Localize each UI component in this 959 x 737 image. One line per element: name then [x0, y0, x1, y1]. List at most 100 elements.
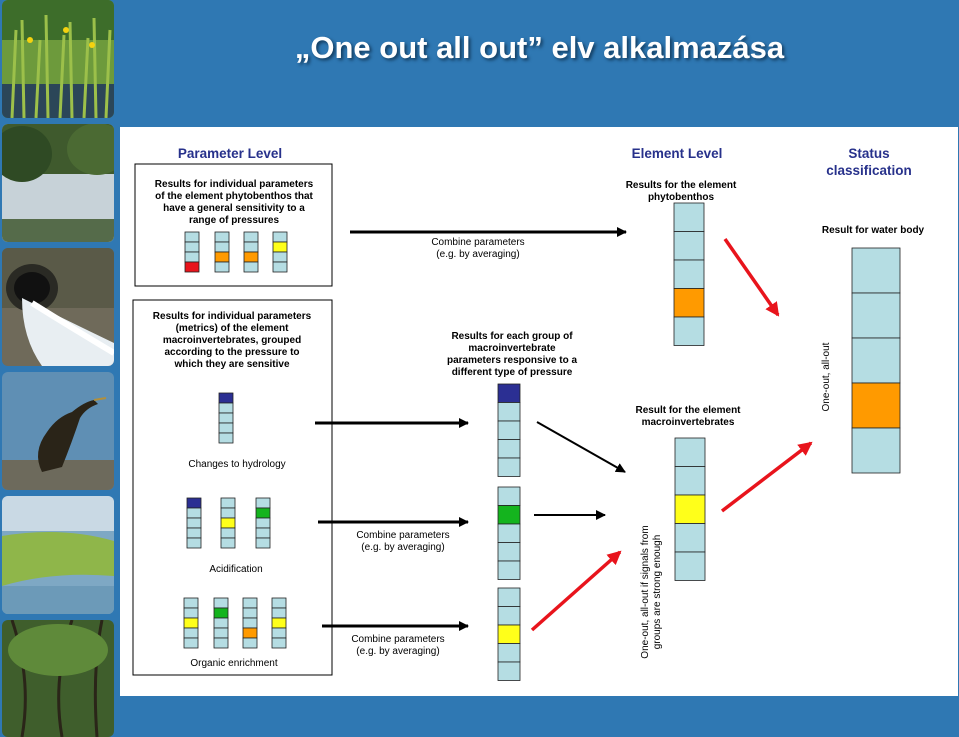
element-macroinvertebrates-column-cell [674, 494, 706, 524]
one-out-groups-text-2: groups are strong enough [652, 535, 663, 650]
group-result-column-organic-cell [497, 643, 521, 663]
box1-text-4: range of pressures [189, 215, 279, 226]
acidification-param-column [220, 497, 236, 549]
acidification-param-column-cell [255, 537, 271, 549]
sidebar-photo-strip [0, 0, 118, 737]
acidification-param-column-cell [220, 497, 236, 509]
organic-param-column-cell [213, 597, 229, 609]
acidification-param-column-cell [220, 507, 236, 519]
organic-param-column-cell [242, 607, 258, 619]
organic-enrichment-label: Organic enrichment [190, 658, 277, 669]
hydrology-param-column-cell [218, 402, 234, 414]
phyto-param-column-cell [243, 231, 259, 243]
hydrology-param-column-cell [218, 392, 234, 404]
organic-param-column-cell [183, 627, 199, 639]
box2-text-5: which they are sensitive [173, 359, 289, 370]
organic-param-column [242, 597, 258, 649]
arrow-group1-to-macro [536, 421, 626, 473]
red-arrow-group3-to-macro [530, 550, 622, 632]
element-macro-text-2: macroinvertebrates [642, 417, 735, 428]
group-result-column-hydrology-cell [497, 457, 521, 477]
element-macroinvertebrates-column [674, 437, 706, 581]
organic-param-column-cell [183, 617, 199, 629]
phyto-param-column [243, 231, 259, 273]
red-arrow-macro-to-waterbody [720, 441, 813, 513]
element-macroinvertebrates-column-cell [674, 551, 706, 581]
organic-param-column-cell [183, 637, 199, 649]
element-phytobenthos-column-cell [673, 288, 705, 318]
acidification-param-column-cell [186, 497, 202, 509]
box2-text-2: (metrics) of the element [176, 323, 289, 334]
water-body-status-column-cell [851, 427, 901, 474]
organic-param-column-cell [271, 617, 287, 629]
element-phytobenthos-column [673, 202, 705, 346]
group-result-column-hydrology-cell [497, 402, 521, 422]
element-phytobenthos-column-cell [673, 231, 705, 261]
phyto-param-column-cell [243, 261, 259, 273]
acidification-param-column-cell [255, 517, 271, 529]
box2-text-4: according to the pressure to [164, 347, 299, 358]
element-macroinvertebrates-column-cell [674, 466, 706, 496]
element-phytobenthos-column-cell [673, 202, 705, 232]
phyto-param-column-cell [243, 251, 259, 263]
group-result-column-acidification-cell [497, 505, 521, 525]
group-result-column-organic [497, 587, 521, 681]
status-header-line2: classification [826, 163, 912, 178]
group-result-column-hydrology-cell [497, 420, 521, 440]
page-title: „One out all out” elv alkalmazása [294, 30, 785, 65]
group-results-text-1: Results for each group of [451, 331, 573, 342]
group-result-column-acidification [497, 486, 521, 580]
water-body-status-column-cell [851, 337, 901, 384]
organic-param-column-cell [271, 637, 287, 649]
phyto-param-column-cell [272, 231, 288, 243]
phyto-param-column-cell [184, 251, 200, 263]
drain-pipe-outflow-image [2, 248, 114, 366]
parameter-level-header: Parameter Level [178, 146, 282, 161]
diagram-panel: Parameter Level Element Level Status cla… [120, 127, 958, 696]
group-result-column-hydrology-cell [497, 383, 521, 403]
combine-label-2b: (e.g. by averaging) [361, 542, 444, 553]
water-body-status-column-cell [851, 292, 901, 339]
organic-param-column-cell [271, 627, 287, 639]
combine-label-1a: Combine parameters [431, 237, 524, 248]
phyto-param-column-cell [214, 251, 230, 263]
phyto-param-column [214, 231, 230, 273]
organic-param-column-cell [183, 607, 199, 619]
acidification-param-column [255, 497, 271, 549]
group-result-column-hydrology [497, 383, 521, 477]
organic-param-column [271, 597, 287, 649]
marsh-grass-image [2, 496, 114, 614]
group-result-column-acidification-cell [497, 542, 521, 562]
element-phyto-text-2: phytobenthos [648, 192, 715, 203]
status-header-line1: Status [848, 146, 889, 161]
box2-text-1: Results for individual parameters [153, 311, 312, 322]
organic-param-column-cell [213, 637, 229, 649]
combine-label-3a: Combine parameters [351, 634, 444, 645]
macroinvertebrate-parameters-box [132, 299, 333, 676]
acidification-param-column-cell [186, 527, 202, 539]
combine-label-1b: (e.g. by averaging) [436, 249, 519, 260]
organic-param-column [183, 597, 199, 649]
hydrology-param-column-cell [218, 412, 234, 424]
group-result-column-organic-cell [497, 587, 521, 607]
acidification-param-column-cell [220, 537, 236, 549]
group-result-column-acidification-cell [497, 486, 521, 506]
phyto-param-column-cell [272, 241, 288, 253]
group-result-column-hydrology-cell [497, 439, 521, 459]
one-out-all-out-diagram: Parameter Level Element Level Status cla… [132, 146, 925, 681]
hydrology-param-column-cell [218, 422, 234, 434]
phyto-param-column-cell [184, 231, 200, 243]
acidification-param-column-cell [186, 537, 202, 549]
element-phyto-text-1: Results for the element [626, 180, 737, 191]
box1-text-3: have a general sensitivity to a [163, 203, 305, 214]
phyto-param-column-cell [243, 241, 259, 253]
one-out-all-out-label: One-out, all-out [821, 342, 832, 411]
organic-param-column-cell [213, 617, 229, 629]
element-macroinvertebrates-column-cell [674, 523, 706, 553]
organic-param-column-cell [213, 607, 229, 619]
phyto-param-column-cell [184, 241, 200, 253]
group-result-column-organic-cell [497, 661, 521, 681]
combine-label-3b: (e.g. by averaging) [356, 646, 439, 657]
element-macro-text-1: Result for the element [635, 405, 741, 416]
acidification-param-column-cell [220, 517, 236, 529]
